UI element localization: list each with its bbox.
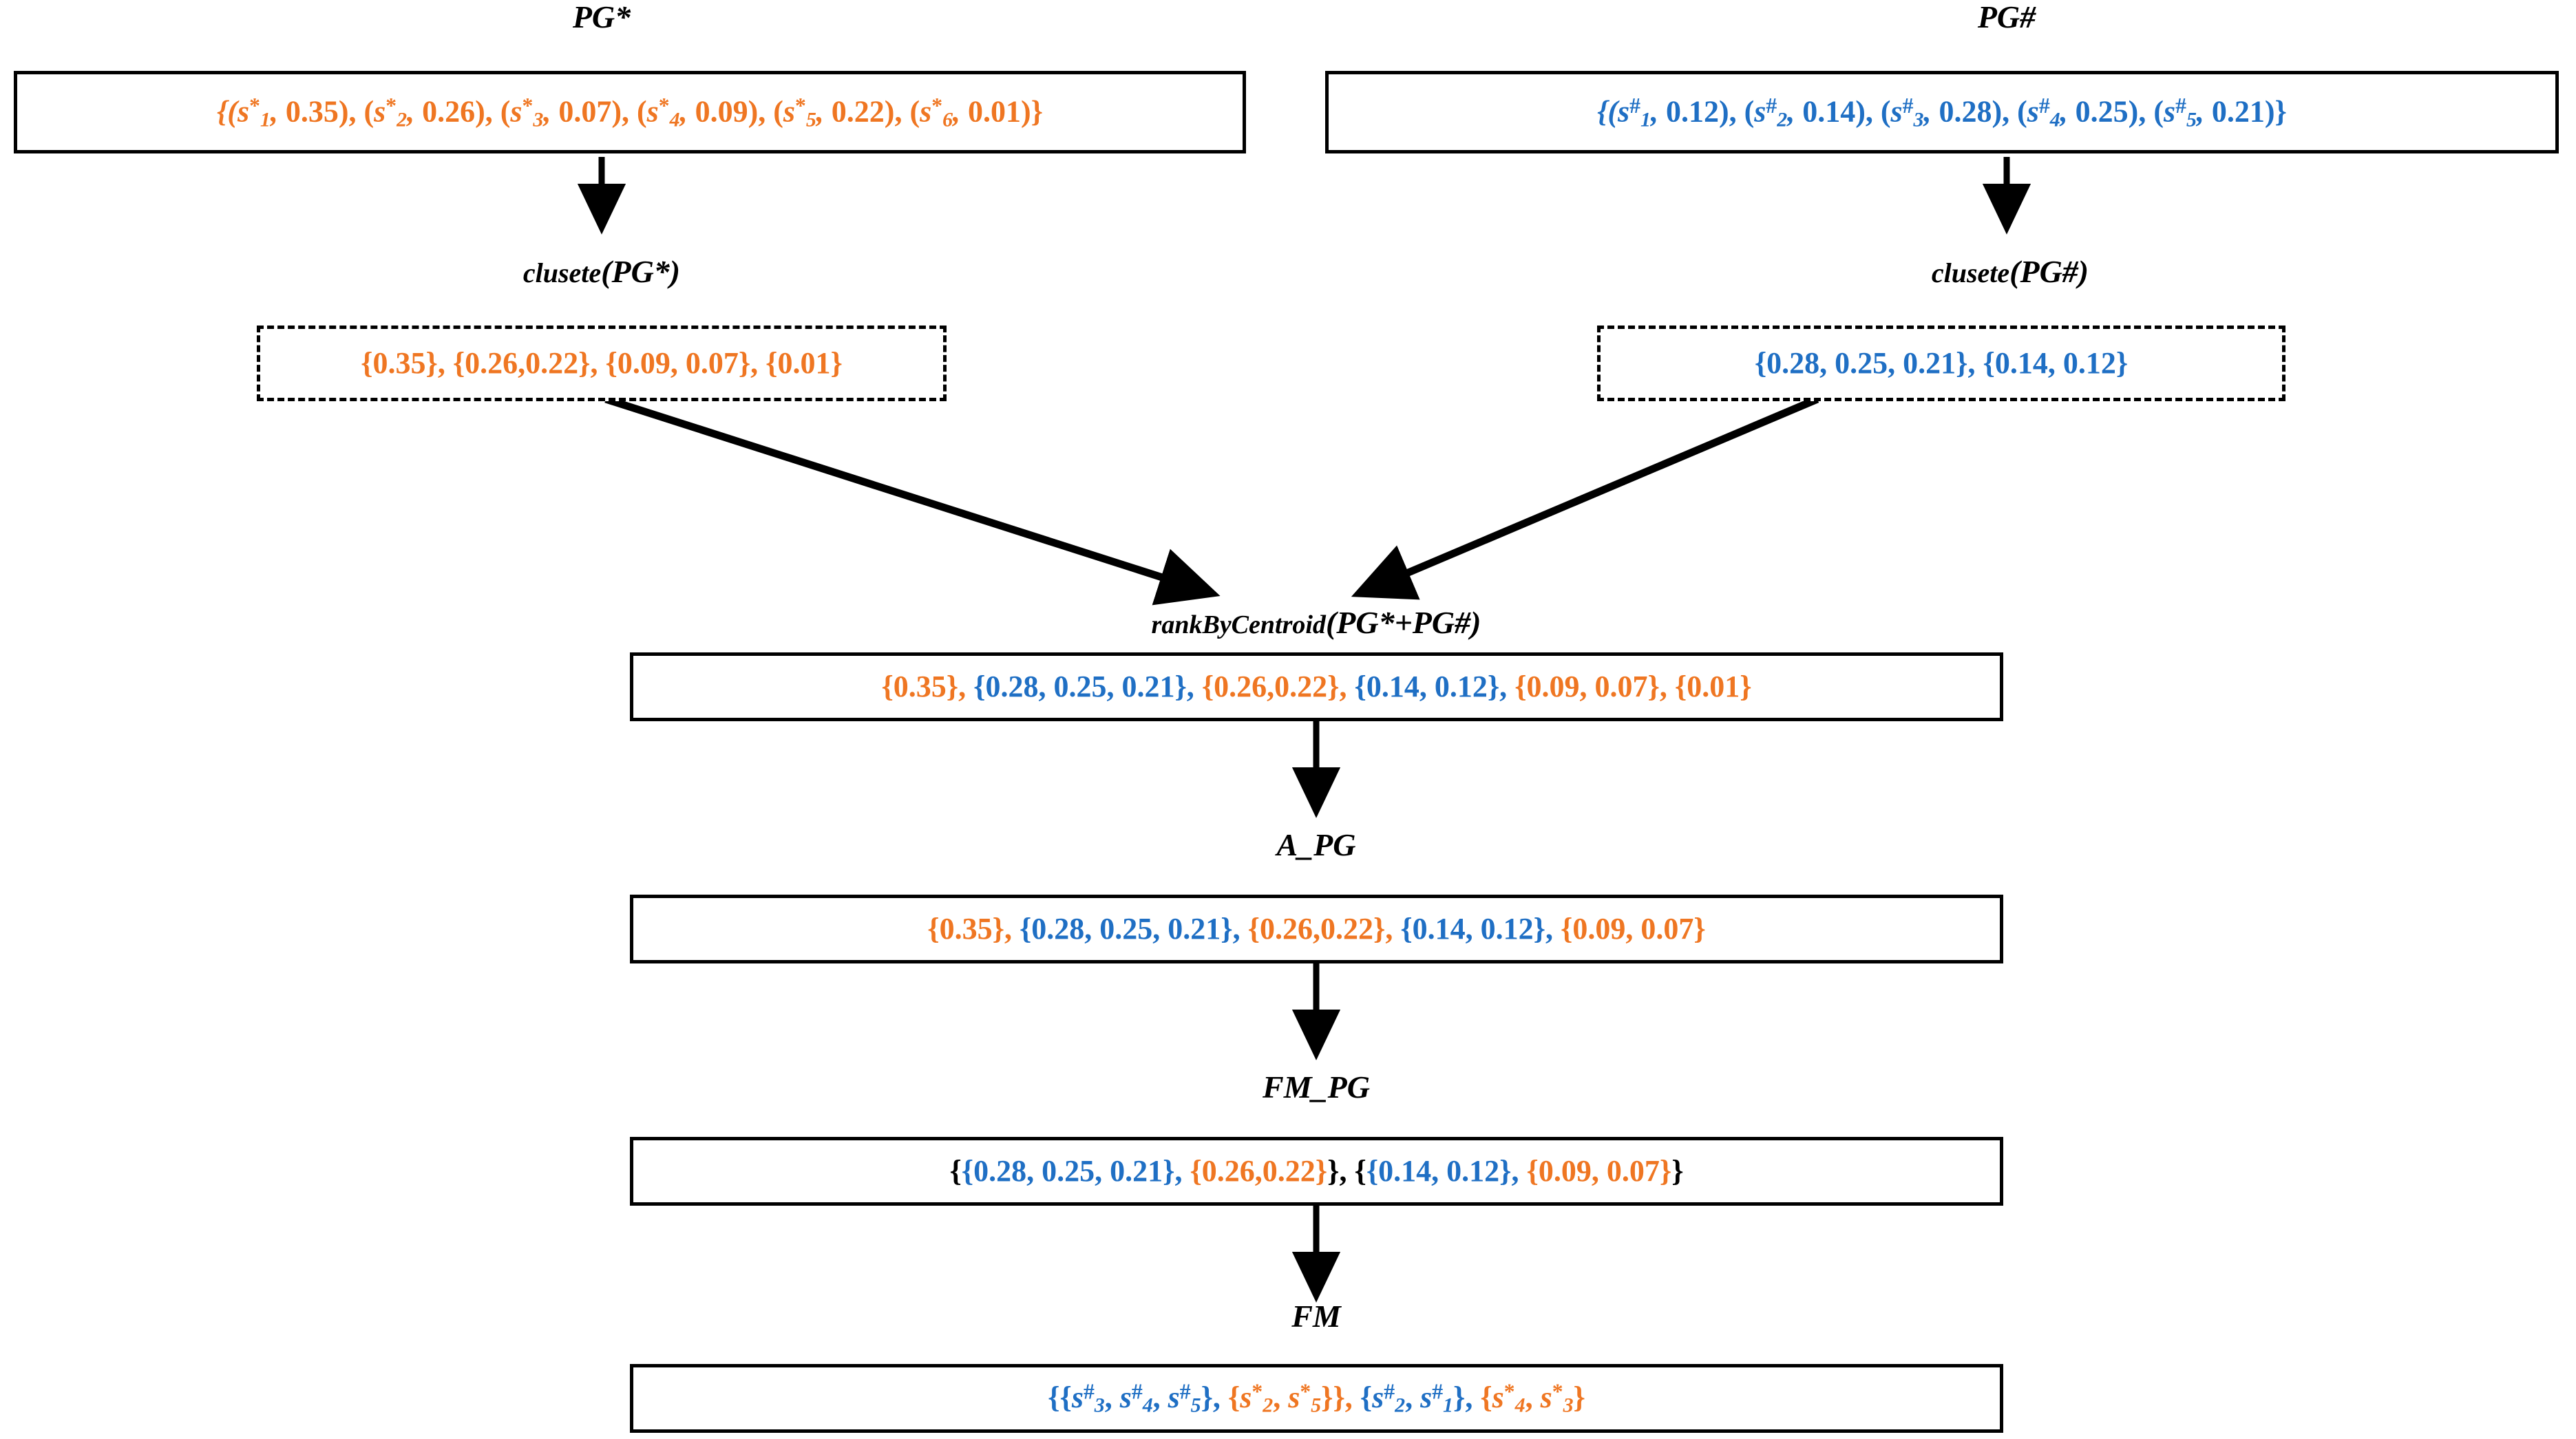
- rank-by-centroid-fn: rankByCentroid: [1151, 610, 1326, 639]
- a-pg-title: A_PG: [1179, 827, 1454, 863]
- fmpg-seg-5: {0.09, 0.07}: [1526, 1153, 1672, 1188]
- fm-content: {{s#3, s#4, s#5}, {s*2, s*5}}, {s#2, s#1…: [1048, 1379, 1585, 1417]
- clusete-hash-arg: (PG#): [2009, 254, 2089, 289]
- fm-pg-title-text: FM_PG: [1263, 1069, 1370, 1105]
- clusete-star-box: {0.35}, {0.26,0.22}, {0.09, 0.07}, {0.01…: [257, 326, 947, 401]
- apg-seg-0: {0.35},: [927, 911, 1020, 946]
- fm-title-text: FM: [1291, 1299, 1341, 1334]
- rank-seg-4: {0.09, 0.07}, {0.01}: [1514, 669, 1752, 703]
- clusete-hash-fn: clusete: [1931, 257, 2010, 288]
- clusete-star-fn: clusete: [522, 257, 602, 288]
- fmpg-seg-0: {: [949, 1153, 962, 1188]
- fmpg-seg-3: }, {: [1327, 1153, 1366, 1188]
- a-pg-content: {0.35}, {0.28, 0.25, 0.21}, {0.26,0.22},…: [927, 913, 1705, 945]
- clusete-hash-content: {0.28, 0.25, 0.21}, {0.14, 0.12}: [1754, 345, 2129, 380]
- edge-clusetestar-to-rank: [604, 395, 1221, 606]
- fmpg-seg-4: {0.14, 0.12},: [1366, 1153, 1527, 1188]
- clusete-hash-title: clusete(PG#): [1838, 254, 2182, 290]
- pg-hash-title-text: PG#: [1977, 0, 2036, 34]
- clusete-star-arg: (PG*): [601, 254, 681, 289]
- fm-pg-content: {{0.28, 0.25, 0.21}, {0.26,0.22}}, {{0.1…: [949, 1155, 1683, 1187]
- pg-hash-content: {(s#1, 0.12), (s#2, 0.14), (s#3, 0.28), …: [1597, 93, 2287, 131]
- apg-seg-1: {0.28, 0.25, 0.21},: [1019, 911, 1248, 946]
- a-pg-box: {0.35}, {0.28, 0.25, 0.21}, {0.26,0.22},…: [630, 895, 2003, 963]
- rank-seg-0: {0.35},: [881, 669, 974, 703]
- rank-by-centroid-box: {0.35}, {0.28, 0.25, 0.21}, {0.26,0.22},…: [630, 652, 2003, 721]
- pg-star-box: {(s*1, 0.35), (s*2, 0.26), (s*3, 0.07), …: [14, 71, 1246, 153]
- pg-hash-box: {(s#1, 0.12), (s#2, 0.14), (s#3, 0.28), …: [1325, 71, 2559, 153]
- clusete-star-title: clusete(PG*): [430, 254, 774, 290]
- fm-box: {{s#3, s#4, s#5}, {s*2, s*5}}, {s#2, s#1…: [630, 1364, 2003, 1433]
- rank-by-centroid-arg: (PG*+PG#): [1325, 605, 1481, 640]
- fmpg-seg-2: {0.26,0.22}: [1190, 1153, 1328, 1188]
- pg-hash-title: PG#: [1869, 0, 2144, 35]
- apg-seg-3: {0.14, 0.12},: [1400, 911, 1561, 946]
- apg-seg-2: {0.26,0.22},: [1247, 911, 1401, 946]
- rank-by-centroid-content: {0.35}, {0.28, 0.25, 0.21}, {0.26,0.22},…: [881, 669, 1752, 703]
- fmpg-seg-6: }: [1671, 1153, 1684, 1188]
- clusete-star-content: {0.35}, {0.26,0.22}, {0.09, 0.07}, {0.01…: [361, 345, 843, 380]
- rank-seg-3: {0.14, 0.12},: [1354, 669, 1515, 703]
- fmpg-seg-1: {0.28, 0.25, 0.21},: [961, 1153, 1190, 1188]
- fm-pg-box: {{0.28, 0.25, 0.21}, {0.26,0.22}}, {{0.1…: [630, 1137, 2003, 1206]
- edge-clusetehash-to-rank: [1351, 395, 1819, 600]
- pg-star-title: PG*: [464, 0, 739, 35]
- fm-pg-title: FM_PG: [1179, 1069, 1454, 1105]
- pg-star-content: {(s*1, 0.35), (s*2, 0.26), (s*3, 0.07), …: [216, 93, 1044, 131]
- rank-seg-1: {0.28, 0.25, 0.21},: [973, 669, 1202, 703]
- apg-seg-4: {0.09, 0.07}: [1561, 911, 1706, 946]
- fm-title: FM: [1179, 1299, 1454, 1334]
- clusete-hash-box: {0.28, 0.25, 0.21}, {0.14, 0.12}: [1597, 326, 2285, 401]
- rank-seg-2: {0.26,0.22},: [1201, 669, 1355, 703]
- rank-by-centroid-title: rankByCentroid(PG*+PG#): [1041, 605, 1592, 641]
- a-pg-title-text: A_PG: [1276, 827, 1356, 862]
- pg-star-title-text: PG*: [572, 0, 631, 34]
